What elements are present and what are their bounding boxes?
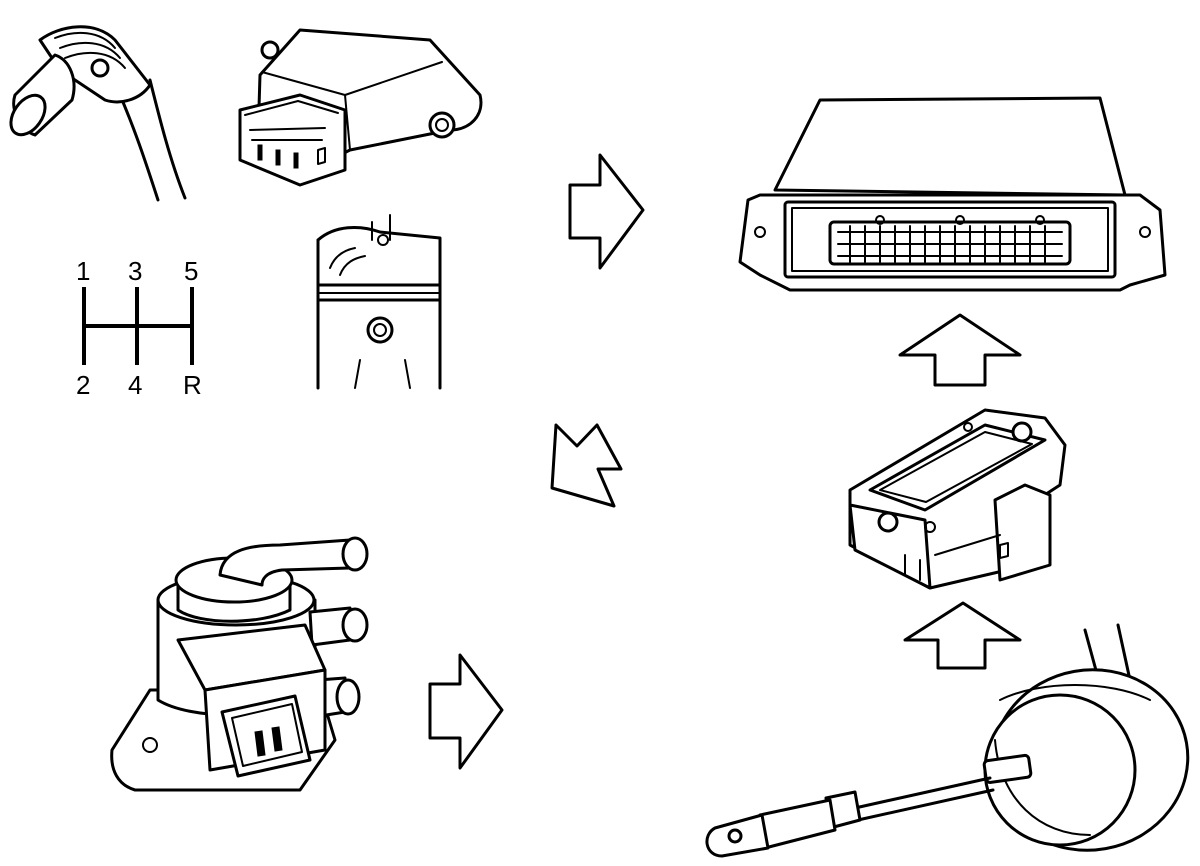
gear-label-3: 3 [128,256,143,286]
gear-label-1: 1 [76,256,91,286]
gear-shift-pattern-icon [82,287,194,365]
gear-label-5: 5 [184,256,199,286]
crankshaft-position-sensor-icon [9,25,187,202]
gear-label-2: 2 [76,370,91,400]
turbo-wastegate-actuator-icon [705,623,1190,858]
flow-arrow-icon [428,153,1022,770]
engine-control-module-icon [738,96,1167,292]
throttle-position-sensor-icon [238,28,483,187]
ignition-module-icon [848,408,1067,590]
knock-sensor-cylinder-icon [316,214,442,390]
gear-label-r: R [183,370,202,400]
purge-valve-sensor-icon [110,536,369,792]
gear-label-4: 4 [128,370,143,400]
